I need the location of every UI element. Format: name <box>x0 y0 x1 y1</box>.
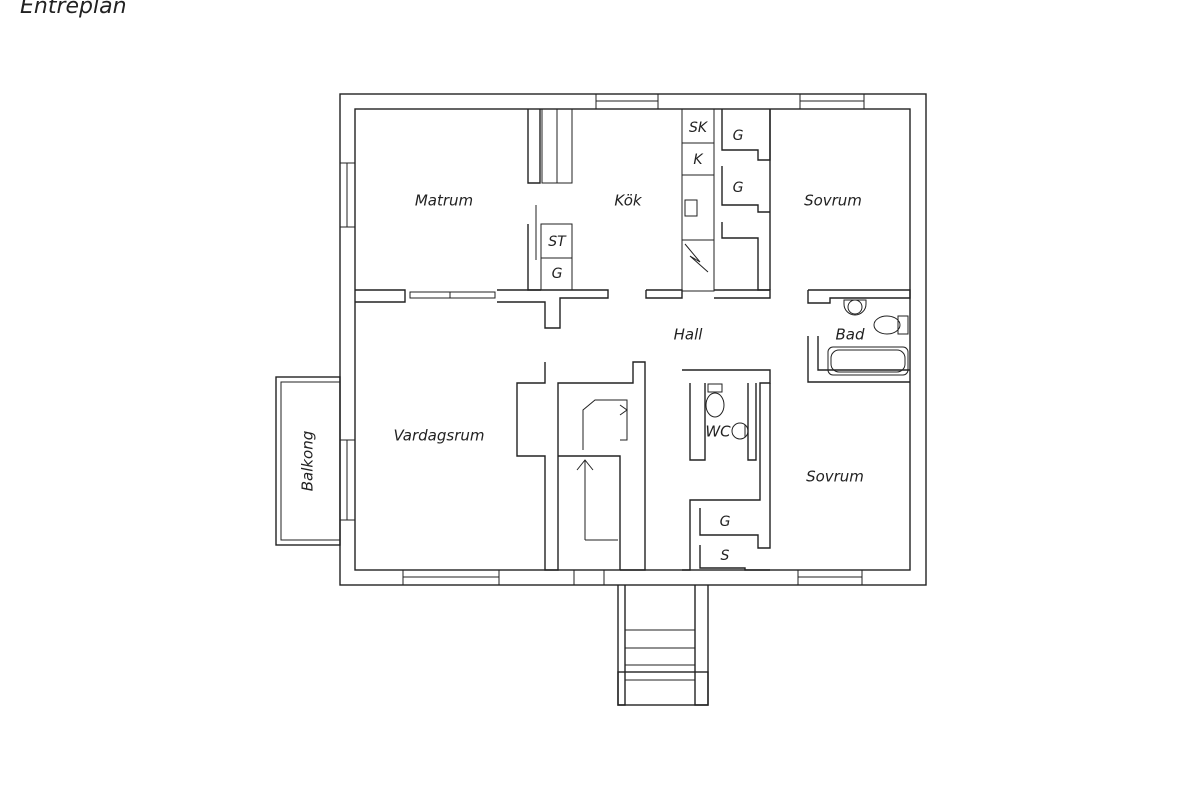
room-sovrum-top: Sovrum <box>804 192 862 210</box>
room-hall: Hall <box>674 326 704 344</box>
bathtub <box>827 346 909 376</box>
room-vardagsrum: Vardagsrum <box>394 427 485 445</box>
bath-toilet <box>873 315 901 335</box>
closet-g-top2: G <box>733 180 744 196</box>
room-balkong: Balkong <box>299 431 317 492</box>
bath-sink <box>847 299 863 315</box>
room-kok: Kök <box>614 192 642 210</box>
entrance-steps <box>617 671 709 706</box>
closet-g-bottom: G <box>720 514 731 530</box>
wc-toilet <box>705 392 725 418</box>
page-title: Entréplan <box>20 0 127 19</box>
room-sovrum-bottom: Sovrum <box>806 468 864 486</box>
room-matrum: Matrum <box>415 192 473 210</box>
wc-sink <box>731 422 749 440</box>
closet-st: ST <box>548 234 567 250</box>
room-bad: Bad <box>835 326 864 344</box>
inner-outline <box>354 108 911 571</box>
sliding-door <box>409 291 496 299</box>
closet-s-bottom: S <box>721 548 730 564</box>
closet-g-top1: G <box>733 128 744 144</box>
closet-st-g <box>540 223 573 291</box>
closet-k: K <box>693 152 704 168</box>
room-wc: WC <box>705 423 731 441</box>
closet-sk: SK <box>689 120 709 136</box>
closet-g-kitchen: G <box>552 266 563 282</box>
window-bottom-stair <box>573 569 605 586</box>
kitchen-counter-right <box>681 108 715 292</box>
